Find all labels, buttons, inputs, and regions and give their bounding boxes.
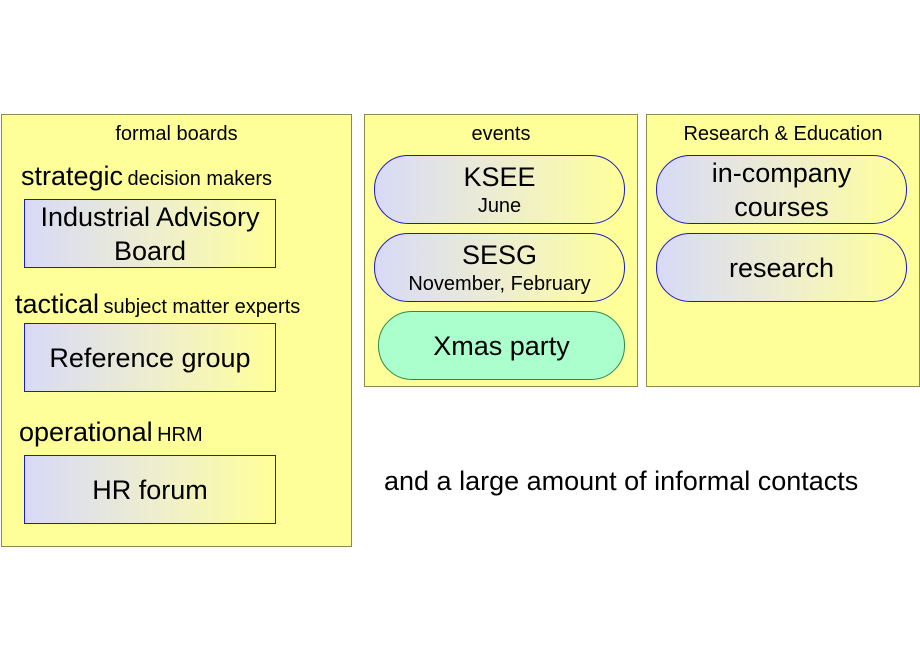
- industrial-advisory-board-label: Industrial Advisory Board: [40, 201, 260, 266]
- research-education-panel: Research & Education in-company courses …: [646, 114, 920, 387]
- events-panel: events KSEE June SESG November, February…: [364, 114, 638, 387]
- formal-boards-title: formal boards: [115, 123, 238, 145]
- research-pill: research: [656, 233, 907, 302]
- hr-forum-box: HR forum: [24, 455, 276, 524]
- reference-group-box: Reference group: [24, 323, 276, 392]
- operational-level-label: operational HRM: [19, 417, 203, 452]
- informal-contacts-note: and a large amount of informal contacts: [384, 466, 859, 496]
- sesg-event-pill: SESG November, February: [374, 233, 625, 302]
- ksee-event-pill: KSEE June: [374, 155, 625, 224]
- sesg-event-name: SESG: [461, 239, 538, 270]
- tactical-level-label: tactical subject matter experts: [15, 289, 300, 324]
- tactical-role: tactical: [15, 289, 100, 319]
- hr-forum-label: HR forum: [92, 474, 208, 505]
- research-label: research: [728, 252, 835, 283]
- xmas-party-pill: Xmas party: [378, 311, 625, 380]
- operational-role: operational: [19, 417, 153, 447]
- xmas-party-name: Xmas party: [433, 330, 570, 361]
- ksee-event-name: KSEE: [463, 161, 536, 192]
- formal-boards-panel: formal boards strategic decision makers …: [1, 114, 352, 547]
- tactical-desc: subject matter experts: [103, 296, 301, 318]
- sesg-event-date: November, February: [408, 272, 591, 295]
- reference-group-label: Reference group: [49, 342, 251, 373]
- strategic-desc: decision makers: [127, 168, 273, 190]
- strategic-role: strategic: [21, 161, 124, 191]
- ksee-event-date: June: [477, 194, 522, 217]
- industrial-advisory-board-box: Industrial Advisory Board: [24, 199, 276, 268]
- in-company-courses-label: in-company courses: [711, 157, 852, 222]
- events-title: events: [471, 123, 531, 145]
- research-education-title: Research & Education: [683, 123, 883, 145]
- operational-desc: HRM: [157, 424, 203, 446]
- in-company-courses-pill: in-company courses: [656, 155, 907, 224]
- strategic-level-label: strategic decision makers: [21, 161, 272, 196]
